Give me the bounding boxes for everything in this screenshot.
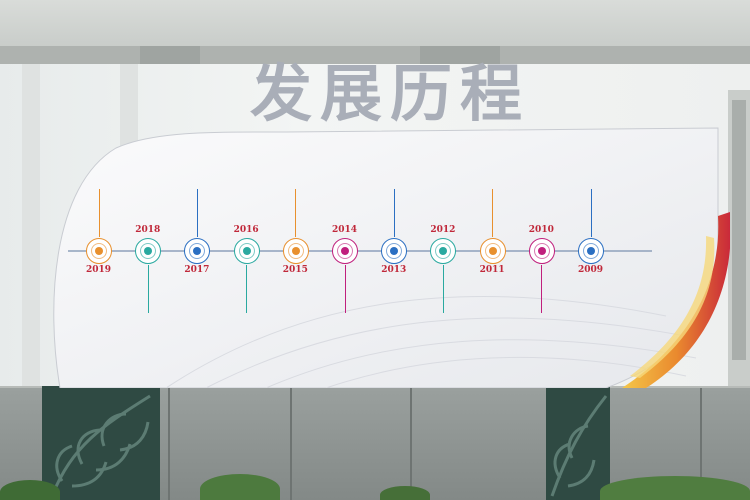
timeline-year-label: 2015 (282, 265, 308, 275)
timeline-description-text (341, 285, 413, 319)
wall-seam (700, 388, 702, 500)
timeline-node-2015 (282, 238, 309, 264)
timeline-year-label: 2016 (233, 225, 259, 235)
timeline-connector (147, 265, 149, 313)
timeline-year-label: 2012 (430, 225, 456, 235)
timeline-year-label: 2017 (184, 265, 210, 275)
timeline-node-2013 (381, 238, 408, 264)
timeline-year-label: 2014 (332, 225, 358, 235)
timeline-node-2018 (135, 238, 162, 264)
timeline-node-2019 (86, 238, 112, 264)
timeline-node-2012 (430, 238, 457, 264)
sign-title: 发展历程 (250, 57, 531, 130)
timeline-connector (492, 189, 494, 237)
timeline-description-text (390, 179, 462, 213)
timeline-connector (196, 189, 198, 237)
timeline-year-label: 2019 (86, 265, 112, 275)
leaf-carving-icon (550, 395, 608, 497)
timeline-connector (98, 189, 100, 237)
wall-seam (168, 388, 170, 500)
timeline-node-2017 (184, 238, 211, 264)
beam-segment (420, 46, 500, 64)
timeline-board: 2019 2018 2017 2016 2015 2014 2013 2012 2011 2010… (46, 126, 730, 388)
timeline-year-label: 2010 (528, 225, 554, 235)
timeline-description-text (193, 179, 265, 213)
carved-stone-panel (546, 386, 610, 500)
timeline-connector (393, 189, 395, 237)
timeline-connector (295, 189, 297, 237)
timeline-connector (590, 189, 592, 237)
shrub (600, 476, 750, 500)
timeline-connector (442, 265, 444, 313)
timeline-year-label: 2009 (578, 265, 604, 275)
right-column-panel (732, 100, 746, 360)
beam-segment (140, 46, 200, 64)
timeline-description-text (292, 179, 364, 213)
timeline-node-2016 (233, 238, 260, 264)
timeline-description-text (95, 179, 167, 213)
timeline-node-2010 (528, 238, 555, 264)
timeline-description-text (538, 285, 610, 319)
timeline-year-label: 2011 (479, 265, 505, 275)
timeline-node-2014 (332, 238, 358, 264)
carved-stone-panel (42, 386, 160, 500)
ceiling (0, 0, 750, 52)
timeline-node-2011 (479, 238, 506, 264)
timeline-description-text (144, 285, 216, 319)
timeline-description-text (489, 179, 561, 213)
leaf-carving-icon (50, 394, 151, 497)
timeline-connector (246, 265, 248, 313)
shrub (200, 474, 280, 500)
timeline-description-text (587, 179, 659, 213)
timeline-description-text (439, 285, 511, 319)
wall-seam (410, 388, 412, 500)
shrub (0, 480, 60, 500)
timeline-description-text (243, 285, 315, 319)
wall-seam (290, 388, 292, 500)
timeline-connector (344, 265, 346, 313)
timeline-year-label: 2018 (135, 225, 161, 235)
timeline-year-label: 2013 (381, 265, 407, 275)
timeline-node-2009 (578, 238, 604, 264)
shrub (380, 486, 430, 500)
window-mullion (22, 64, 40, 394)
timeline-connector (541, 265, 543, 313)
